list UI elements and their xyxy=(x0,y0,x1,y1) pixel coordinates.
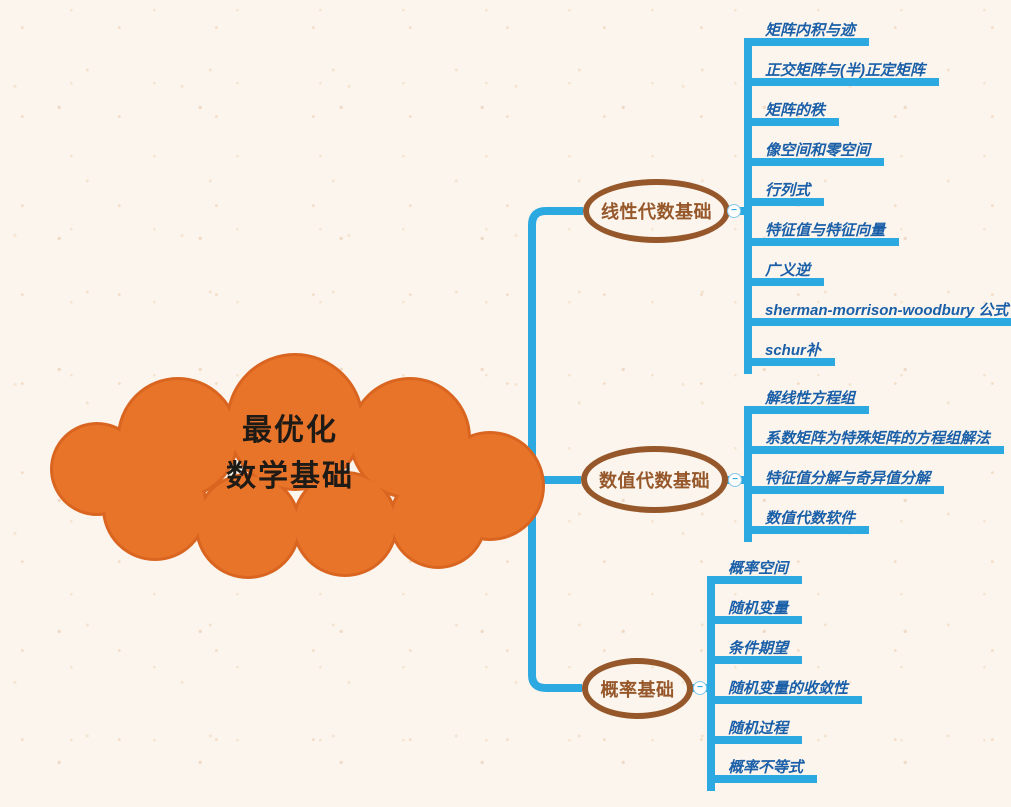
topic-item-label: 概率不等式 xyxy=(728,759,804,776)
minus-icon: − xyxy=(697,682,703,693)
topic-item-label: 像空间和零空间 xyxy=(765,142,871,159)
topic-item[interactable]: sherman-morrison-woodbury 公式 xyxy=(744,296,1011,326)
topic-item[interactable]: 随机过程 xyxy=(707,714,803,744)
topic-item-label: sherman-morrison-woodbury 公式 xyxy=(765,302,1009,319)
topic-item-label: 数值代数软件 xyxy=(765,510,856,527)
branch-node-probability[interactable]: 概率基础 xyxy=(582,658,693,719)
topic-item-label: 随机变量的收敛性 xyxy=(728,680,849,697)
collapse-button[interactable]: − xyxy=(727,204,741,218)
topic-item[interactable]: 系数矩阵为特殊矩阵的方程组解法 xyxy=(744,424,1005,454)
topic-item-label: 矩阵的秩 xyxy=(765,102,826,119)
topic-item[interactable]: 矩阵内积与迹 xyxy=(744,16,870,46)
topic-item[interactable]: 解线性方程组 xyxy=(744,384,870,414)
topic-item-label: 随机过程 xyxy=(728,720,789,737)
branch-node-label: 概率基础 xyxy=(600,679,675,700)
topic-item-label: 概率空间 xyxy=(728,560,789,577)
topic-item-label: 正交矩阵与(半)正定矩阵 xyxy=(765,62,925,79)
topic-item[interactable]: 特征值分解与奇异值分解 xyxy=(744,464,945,494)
topic-item[interactable]: 行列式 xyxy=(744,176,825,206)
topic-item[interactable]: 正交矩阵与(半)正定矩阵 xyxy=(744,56,939,86)
topic-item[interactable]: 条件期望 xyxy=(707,634,803,664)
topic-item[interactable]: 广义逆 xyxy=(744,256,825,286)
topic-item[interactable]: 概率不等式 xyxy=(707,753,818,783)
branch-node-label: 线性代数基础 xyxy=(601,202,712,222)
topic-item-label: schur补 xyxy=(765,342,821,359)
topic-item[interactable]: 数值代数软件 xyxy=(744,504,870,534)
minus-icon: − xyxy=(732,474,738,485)
topic-item-label: 解线性方程组 xyxy=(765,390,856,407)
branch-node-linear-algebra[interactable]: 线性代数基础 xyxy=(583,179,730,243)
central-topic-line2: 数学基础 xyxy=(226,460,354,493)
collapse-button[interactable]: − xyxy=(693,681,707,695)
branch-trunk xyxy=(707,584,715,791)
central-topic-label: 最优化 数学基础 xyxy=(140,408,440,500)
branch-trunk xyxy=(744,46,752,374)
topic-item[interactable]: 矩阵的秩 xyxy=(744,96,840,126)
branch-trunk xyxy=(744,414,752,542)
topic-item-label: 矩阵内积与迹 xyxy=(765,22,856,39)
topic-item-label: 条件期望 xyxy=(728,640,789,657)
topic-item[interactable]: 随机变量的收敛性 xyxy=(707,674,863,704)
central-topic-line1: 最优化 xyxy=(242,414,338,447)
topic-item-label: 广义逆 xyxy=(765,262,811,279)
topic-item-label: 特征值分解与奇异值分解 xyxy=(765,470,931,487)
topic-item-label: 系数矩阵为特殊矩阵的方程组解法 xyxy=(765,430,991,447)
topic-item[interactable]: 特征值与特征向量 xyxy=(744,216,900,246)
minus-icon: − xyxy=(731,205,737,216)
topic-item[interactable]: 概率空间 xyxy=(707,554,803,584)
branch-node-label: 数值代数基础 xyxy=(599,470,710,491)
topic-item[interactable]: 像空间和零空间 xyxy=(744,136,885,166)
collapse-button[interactable]: − xyxy=(728,473,742,487)
branch-node-numerical-algebra[interactable]: 数值代数基础 xyxy=(581,446,728,513)
topic-item[interactable]: schur补 xyxy=(744,336,835,366)
topic-item-label: 特征值与特征向量 xyxy=(765,222,886,239)
topic-item-label: 行列式 xyxy=(765,182,811,199)
topic-item[interactable]: 随机变量 xyxy=(707,594,803,624)
topic-item-label: 随机变量 xyxy=(728,600,789,617)
